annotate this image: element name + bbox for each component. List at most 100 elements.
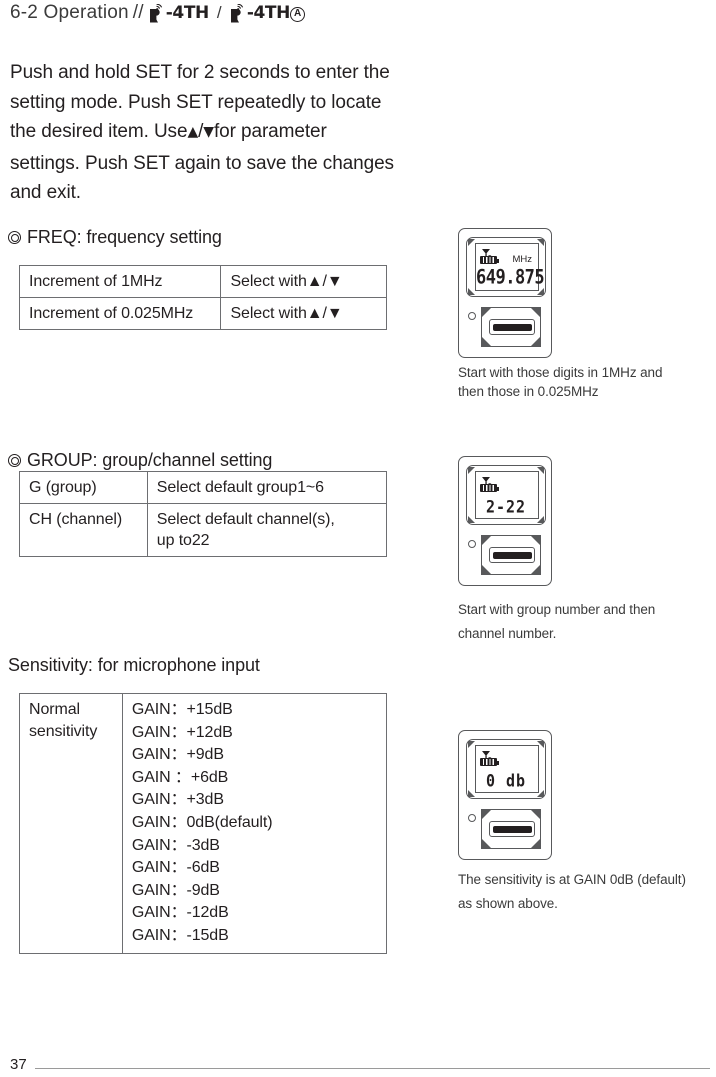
model-variant-badge: A xyxy=(289,6,305,22)
device-illustration-sensitivity: 0 db xyxy=(458,730,552,860)
bezel-corner-icon xyxy=(537,288,544,295)
button-corner-icon xyxy=(531,536,540,545)
button-corner-icon xyxy=(482,337,491,346)
section-heading-group-label: GROUP: group/channel setting xyxy=(27,450,273,470)
button-slot-icon xyxy=(493,324,532,331)
group-row1-label: CH (channel) xyxy=(19,503,148,557)
device-button-panel xyxy=(481,535,541,575)
bezel-corner-icon xyxy=(468,239,475,246)
intro-line-5: and exit. xyxy=(10,182,81,203)
group-row0-value: Select default group1~6 xyxy=(146,471,388,504)
freq-row0-value: Select with▲/▼ xyxy=(220,265,387,298)
battery-icon xyxy=(480,758,499,766)
header-section-number: 6-2 xyxy=(10,2,39,23)
table-row: Normal sensitivity GAIN：+15dB GAIN：+12dB… xyxy=(19,693,388,954)
table-group: G (group) Select default group1~6 CH (ch… xyxy=(19,471,388,557)
group-row0-label: G (group) xyxy=(19,471,148,504)
led-indicator-icon xyxy=(468,312,476,320)
list-item: GAIN：-9dB xyxy=(131,881,220,899)
list-item: GAIN：+9dB xyxy=(131,746,224,764)
device-set-button xyxy=(489,547,535,563)
caption-sensitivity: The sensitivity is at GAIN 0dB (default)… xyxy=(458,868,716,916)
device-screen-bezel: 0 db xyxy=(466,739,546,799)
model-logo-r4th: -4TH xyxy=(149,3,209,23)
table-row: CH (channel) Select default channel(s), … xyxy=(19,503,388,557)
table-sensitivity: Normal sensitivity GAIN：+15dB GAIN：+12dB… xyxy=(19,693,388,954)
list-item: GAIN：-3dB xyxy=(131,836,220,854)
caption-freq-line2: then those in 0.025MHz xyxy=(458,384,599,399)
sensitivity-gain-list: GAIN：+15dB GAIN：+12dB GAIN：+9dB GAIN ：+6… xyxy=(121,693,388,954)
button-corner-icon xyxy=(531,565,540,574)
device-set-button xyxy=(489,821,535,837)
device-button-panel xyxy=(481,307,541,347)
section-heading-group: GROUP: group/channel setting xyxy=(8,450,272,471)
sensitivity-row-label-line2: sensitivity xyxy=(29,723,98,740)
intro-paragraph: Push and hold SET for 2 seconds to enter… xyxy=(10,58,460,208)
header-separator: // xyxy=(132,2,144,23)
bezel-corner-icon xyxy=(537,790,544,797)
battery-icon xyxy=(480,484,499,492)
device-screen-bezel: 2-22 xyxy=(466,465,546,525)
button-slot-icon xyxy=(493,552,532,559)
section-heading-freq-label: FREQ: frequency setting xyxy=(27,227,222,247)
caption-group-line2: channel number. xyxy=(458,626,557,641)
table-row: G (group) Select default group1~6 xyxy=(19,471,388,504)
led-indicator-icon xyxy=(468,540,476,548)
sensitivity-row-label: Normal sensitivity xyxy=(19,693,123,954)
bezel-corner-icon xyxy=(537,516,544,523)
list-item: GAIN：-12dB xyxy=(131,904,229,922)
antenna-icon xyxy=(481,748,493,766)
model-name-2: -4TH xyxy=(246,3,291,23)
button-corner-icon xyxy=(482,810,491,819)
brand-r-signal-icon xyxy=(149,3,166,23)
device-lcd-panel: MHz 649.875 xyxy=(475,243,545,291)
caption-freq-line1: Start with those digits in 1MHz and xyxy=(458,365,663,380)
intro-line-3-b: for parameter xyxy=(213,121,327,142)
group-row1-value: Select default channel(s), up to22 xyxy=(146,503,388,557)
device-screen-bezel: MHz 649.875 xyxy=(466,237,546,297)
device-lcd-panel: 0 db xyxy=(475,745,539,793)
button-corner-icon xyxy=(531,839,540,848)
intro-arrow-slash: / xyxy=(198,121,204,142)
caption-group: Start with group number and then channel… xyxy=(458,598,716,646)
button-corner-icon xyxy=(482,565,491,574)
button-corner-icon xyxy=(531,810,540,819)
section-heading-sensitivity: Sensitivity: for microphone input xyxy=(8,655,260,676)
list-item: GAIN：0dB(default) xyxy=(131,813,273,831)
led-indicator-icon xyxy=(468,814,476,822)
list-item: GAIN：-15dB xyxy=(131,926,229,944)
page-header: 6-2 Operation // -4TH / xyxy=(10,2,305,24)
caption-group-line1: Start with group number and then xyxy=(458,602,656,617)
bezel-corner-icon xyxy=(468,288,475,295)
bezel-corner-icon xyxy=(537,741,544,748)
header-section-title: Operation xyxy=(43,2,129,23)
button-corner-icon xyxy=(482,839,491,848)
lcd-value-group: 2-22 xyxy=(485,496,527,517)
device-set-button xyxy=(489,319,535,335)
lcd-value-freq: 649.875 xyxy=(476,266,545,289)
table-row: Increment of 1MHz Select with▲/▼ xyxy=(18,265,387,298)
bezel-corner-icon xyxy=(468,741,475,748)
model-divider: / xyxy=(216,3,222,22)
table-freq: Increment of 1MHz Select with▲/▼ Increme… xyxy=(18,265,387,330)
list-item: GAIN：+15dB xyxy=(131,701,233,718)
battery-icon xyxy=(480,256,499,264)
bezel-corner-icon xyxy=(537,239,544,246)
button-corner-icon xyxy=(531,337,540,346)
list-item: GAIN：-6dB xyxy=(131,859,220,877)
page-number: 37 xyxy=(10,1056,27,1073)
freq-row0-label: Increment of 1MHz xyxy=(18,265,222,298)
freq-row1-value: Select with▲/▼ xyxy=(220,297,387,330)
button-corner-icon xyxy=(482,536,491,545)
bezel-corner-icon xyxy=(468,516,475,523)
section-heading-sensitivity-label: Sensitivity: for microphone input xyxy=(8,655,260,675)
caption-sensitivity-line2: as shown above. xyxy=(458,896,558,911)
brand-r-signal-icon xyxy=(230,3,247,23)
list-item: GAIN ：+6dB xyxy=(131,768,229,786)
intro-line-2: setting mode. Push SET repeatedly to loc… xyxy=(10,91,382,113)
device-illustration-group: 2-22 xyxy=(458,456,552,586)
intro-line-4: settings. Push SET again to save the cha… xyxy=(10,152,394,174)
caption-freq: Start with those digits in 1MHz and then… xyxy=(458,363,716,401)
button-slot-icon xyxy=(493,826,532,833)
button-corner-icon xyxy=(482,308,491,317)
